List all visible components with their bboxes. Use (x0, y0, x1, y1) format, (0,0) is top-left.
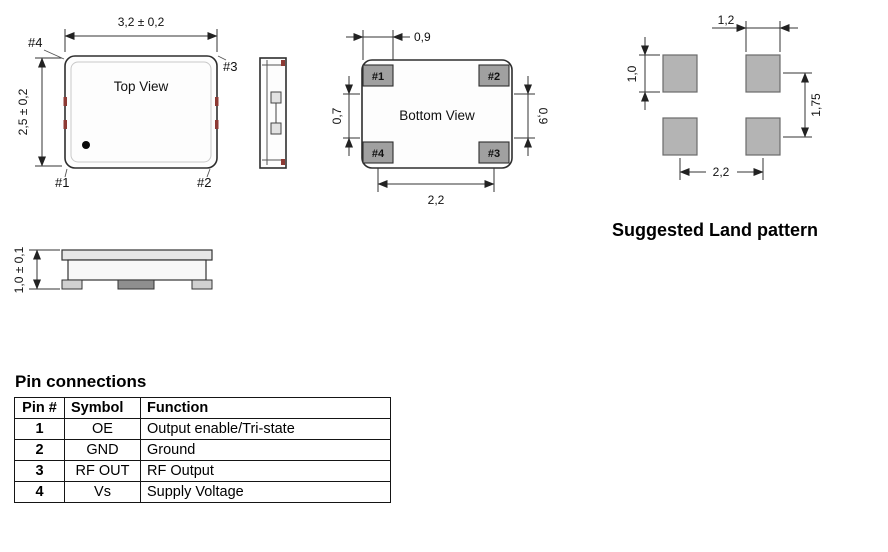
pin-symbol: OE (64, 418, 141, 440)
pin-number: 3 (14, 460, 65, 482)
land-pad-height-label: 1,0 (626, 65, 639, 82)
center-pad (117, 279, 155, 290)
table-row: 1 OE Output enable/Tri-state (14, 418, 391, 440)
top-view-label: Top View (114, 79, 169, 94)
pad-2 (478, 64, 510, 87)
right-dim-label: 0,9 (536, 108, 550, 125)
land-pad-top-left (662, 54, 698, 93)
side-view-drawing: 1,0 ± 0,1 (12, 246, 213, 293)
pad-3 (478, 141, 510, 164)
bottom-view-pitch-dimension: 2,2 (377, 168, 495, 207)
pin-label-4: #4 (28, 35, 42, 50)
top-view-pin-labels: #4 #3 #1 #2 (28, 35, 237, 190)
land-horizontal-pitch-label: 2,2 (713, 165, 730, 179)
pin-number: 2 (14, 439, 65, 461)
pin-symbol: GND (64, 439, 141, 461)
bottom-view-left-dimension: 0,7 (330, 76, 360, 156)
pin-label-1: #1 (55, 175, 69, 190)
castellation-mark (215, 97, 219, 106)
lid (61, 249, 213, 261)
side-view-package (61, 249, 213, 290)
pin-label-2: #2 (197, 175, 211, 190)
side-view-height-label: 1,0 ± 0,1 (12, 246, 26, 293)
pin-label-3: #3 (223, 59, 237, 74)
land-pattern-drawing: 1,2 1,0 1,75 2,2 (626, 13, 823, 180)
table-row: 3 RF OUT RF Output (14, 460, 391, 482)
land-vertical-pitch-dimension: 1,75 (783, 72, 823, 138)
top-view-height-label: 2,5 ± 0,2 (16, 88, 30, 135)
pin-connections-section: Pin connections Pin # Symbol Function 1 … (14, 372, 391, 503)
pad-4 (362, 141, 394, 164)
land-pad-width-label: 1,2 (718, 13, 735, 27)
pin-function: Supply Voltage (140, 481, 391, 503)
land-pad-height-dimension: 1,0 (626, 37, 660, 110)
top-view-height-dimension: 2,5 ± 0,2 (16, 57, 62, 167)
foot-right (191, 279, 213, 290)
table-row: 4 Vs Supply Voltage (14, 481, 391, 503)
col-header-symbol: Symbol (64, 397, 141, 419)
pad-label-3: #3 (488, 148, 500, 160)
table-row: 2 GND Ground (14, 439, 391, 461)
pad-1 (362, 64, 394, 87)
bottom-view-pad-width-dimension: 0,9 (346, 30, 431, 60)
package-outline (64, 55, 218, 169)
castellation-mark (215, 120, 219, 129)
pad-label-2: #2 (488, 71, 500, 83)
side-detail (270, 91, 282, 104)
land-pattern-title: Suggested Land pattern (612, 220, 819, 240)
package-inner-edge (70, 61, 212, 163)
land-pad-bottom-left (662, 117, 698, 156)
side-detail (270, 122, 282, 135)
pin-number: 4 (14, 481, 65, 503)
top-view-package: Top View (63, 55, 219, 169)
pad-height-label: 0,7 (330, 107, 344, 124)
pin-symbol: RF OUT (64, 460, 141, 482)
side-view-height-dimension: 1,0 ± 0,1 (12, 246, 60, 293)
side-view-vertical (259, 57, 287, 169)
top-view-width-dimension: 3,2 ± 0,2 (64, 15, 218, 52)
castellation-mark (63, 97, 67, 106)
land-pad-bottom-right (745, 117, 781, 156)
pad-label-4: #4 (372, 148, 385, 160)
body (67, 259, 207, 281)
pin1-index-dot (82, 141, 90, 149)
pin-function: Ground (140, 439, 391, 461)
castellation-mark (63, 120, 67, 129)
pin-number: 1 (14, 418, 65, 440)
top-view-width-label: 3,2 ± 0,2 (118, 15, 165, 29)
land-pad-width-dimension: 1,2 (712, 13, 798, 52)
side-view-outline (259, 57, 287, 169)
package-outline (361, 59, 513, 169)
bottom-view-label: Bottom View (399, 108, 475, 123)
castellation-mark (281, 159, 285, 165)
pin-connections-title: Pin connections (15, 372, 147, 391)
land-vertical-pitch-label: 1,75 (809, 93, 823, 117)
land-horizontal-pitch-dimension: 2,2 (679, 158, 764, 180)
foot-left (61, 279, 83, 290)
pad-label-1: #1 (372, 71, 384, 83)
castellation-mark (281, 60, 285, 66)
col-header-pin: Pin # (14, 397, 65, 419)
bottom-view-right-dimension: 0,9 (514, 76, 550, 156)
col-header-function: Function (140, 397, 391, 419)
bottom-view-drawing: #1 #2 #4 #3 Bottom View 0,9 0,7 (330, 30, 550, 207)
land-pad-top-right (745, 54, 781, 93)
top-view-drawing: 3,2 ± 0,2 2,5 ± 0,2 Top View #4 #3 #1 #2 (16, 15, 287, 190)
table-header-row: Pin # Symbol Function (14, 397, 391, 419)
pin-connections-table: Pin # Symbol Function 1 OE Output enable… (14, 397, 391, 503)
pin-symbol: Vs (64, 481, 141, 503)
land-pattern-pads (662, 54, 781, 156)
pad-width-label: 0,9 (414, 30, 431, 44)
pitch-label: 2,2 (428, 193, 445, 207)
pin-function: RF Output (140, 460, 391, 482)
pin-function: Output enable/Tri-state (140, 418, 391, 440)
bottom-view-package: #1 #2 #4 #3 Bottom View (361, 59, 513, 169)
